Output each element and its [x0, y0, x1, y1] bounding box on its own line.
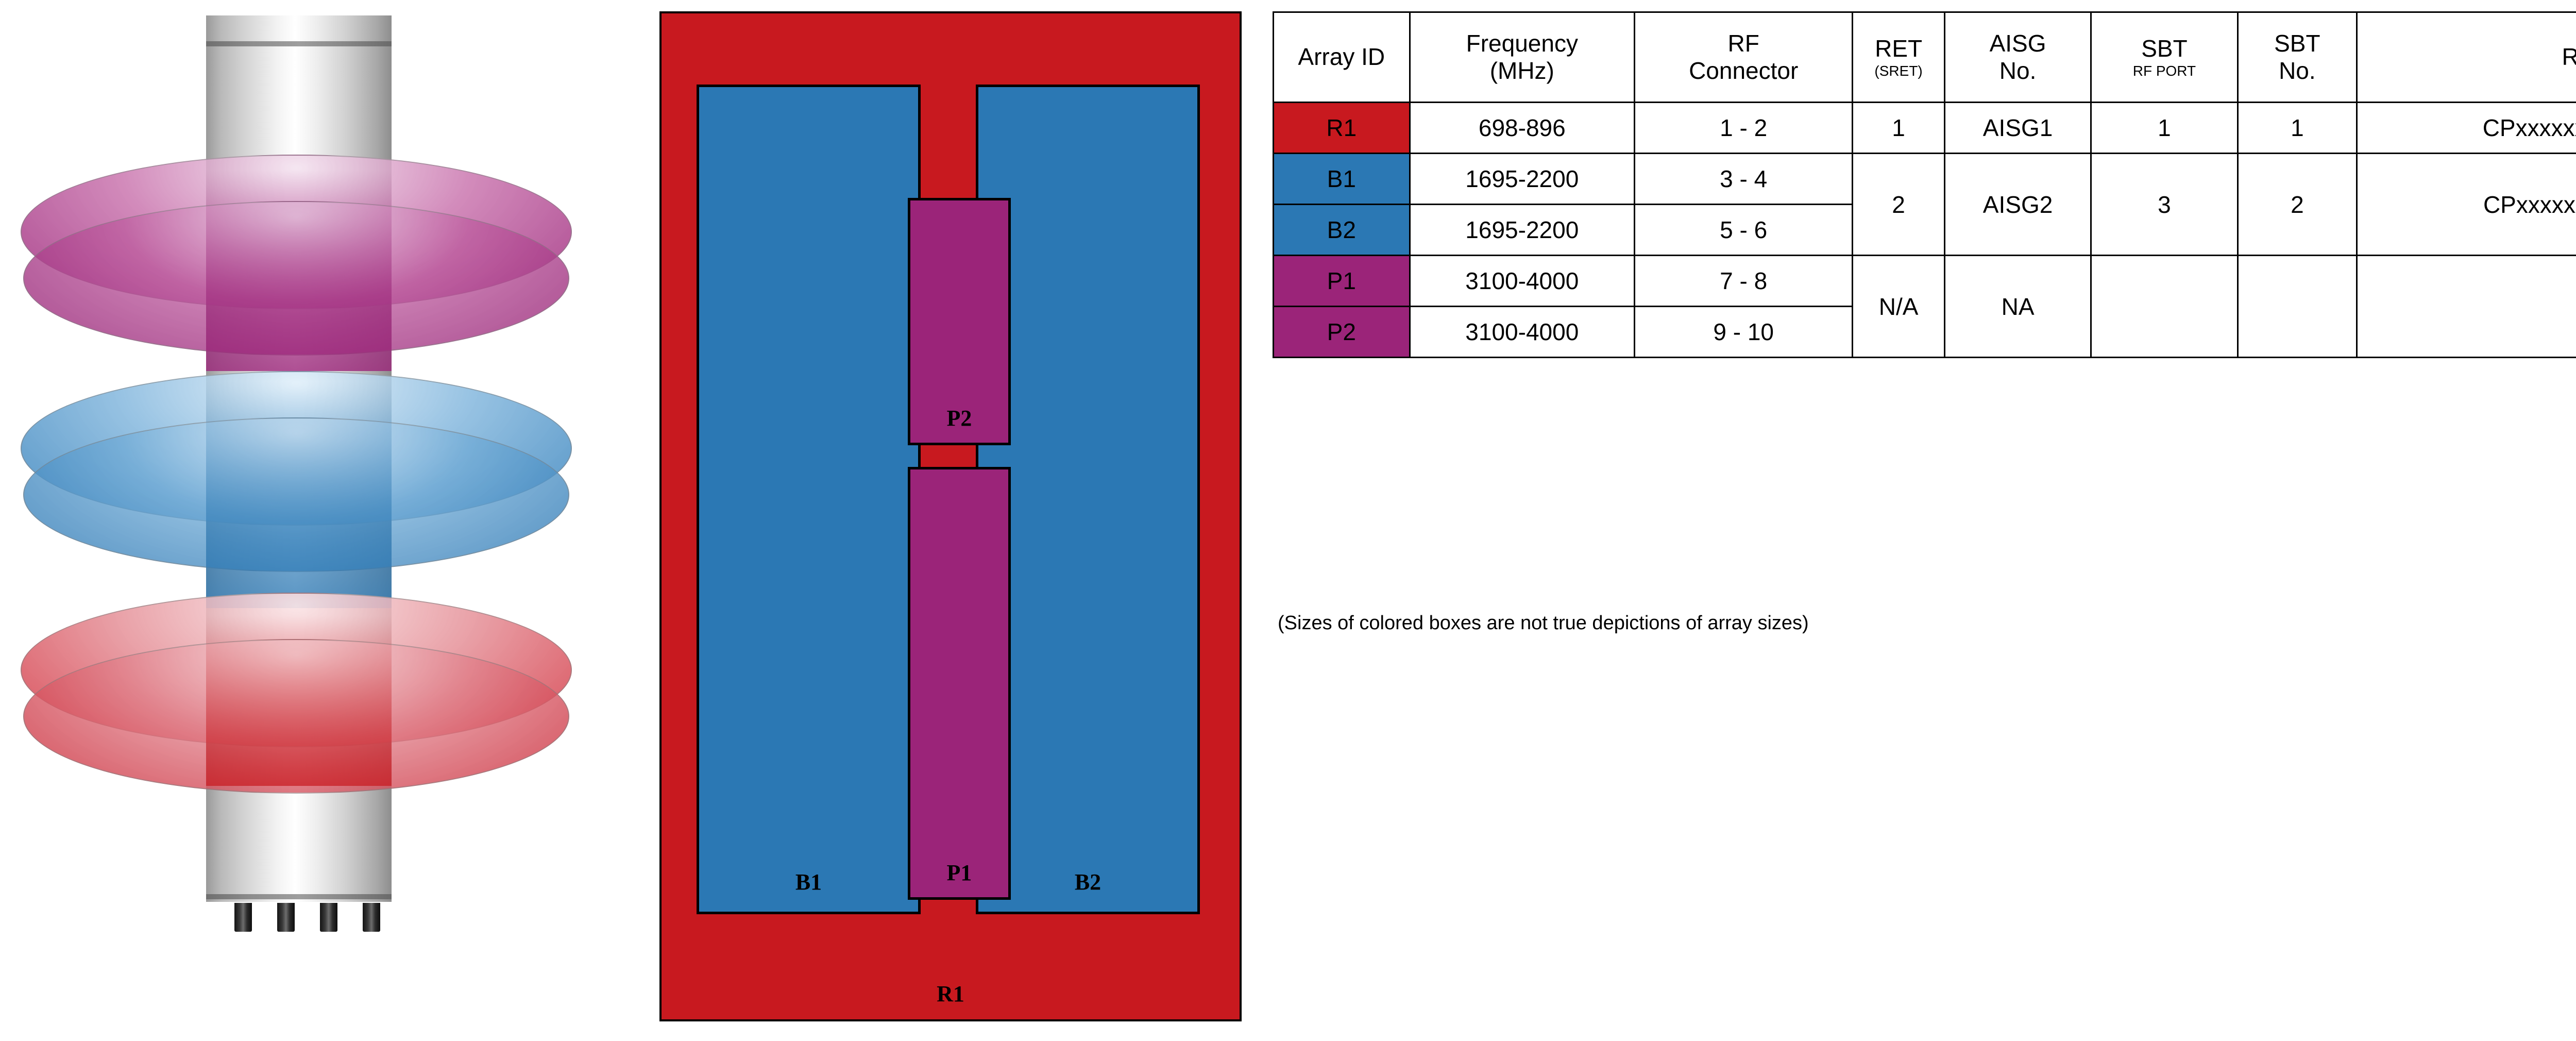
header-ret-uid: RET UID — [2356, 11, 2576, 103]
table-footnote: (Sizes of colored boxes are not true dep… — [1278, 612, 1809, 634]
array-box-b1: B1 — [697, 85, 921, 914]
cell-frequency-b2: 1695-2200 — [1409, 204, 1636, 256]
header-ret-line1: RET — [1875, 35, 1923, 62]
table-row: B2 1695-2200 5 - 6 — [1273, 204, 2576, 256]
cell-sbt-port-r1: 1 — [2090, 102, 2239, 154]
disc-magenta-lower — [23, 201, 569, 356]
array-box-b2-label: B2 — [1074, 869, 1101, 895]
header-ret: RET (SRET) — [1852, 11, 1945, 103]
cell-sbt-no-b: 2 — [2236, 153, 2358, 256]
cell-array-id-r1: R1 — [1273, 102, 1411, 154]
cell-rf-connector-b2: 5 - 6 — [1634, 204, 1854, 256]
array-box-p2: P2 — [908, 198, 1011, 445]
cell-aisg-r1: AISG1 — [1943, 102, 2092, 154]
cell-ret-uid-r1: CPxxxxxxxxxxxxxxxxR1 — [2356, 102, 2576, 154]
table-row: R1 698-896 1 - 2 1 AISG1 1 1 CPxxxxxxxxx… — [1273, 102, 2576, 154]
cell-array-id-b2: B2 — [1273, 204, 1411, 256]
header-array-id: Array ID — [1273, 11, 1411, 103]
header-rf-connector-line1: RF — [1727, 29, 1759, 57]
cell-ret-uid-b: CPxxxxxxxxxxxxxxxxB1 — [2356, 153, 2576, 256]
cell-ret-b: 2 — [1852, 153, 1945, 256]
header-sbt-no: SBT No. — [2236, 11, 2358, 103]
header-aisg-line2: No. — [1999, 57, 2037, 84]
cell-array-id-p2: P2 — [1273, 306, 1411, 358]
connector-pin-2 — [277, 903, 295, 932]
table-row: B1 1695-2200 3 - 4 2 AISG2 3 2 CPxxxxxxx… — [1273, 153, 2576, 256]
cell-array-id-p1: P1 — [1273, 255, 1411, 307]
connector-pin-3 — [320, 903, 337, 932]
header-ret-uid-text: RET UID — [2562, 43, 2576, 71]
array-box-b2: B2 — [976, 85, 1200, 914]
cell-sbt-no-p — [2236, 255, 2358, 358]
array-layout-diagram: B1 B2 P2 P1 R1 — [659, 11, 1242, 1021]
cell-rf-connector-r1: 1 - 2 — [1634, 102, 1854, 154]
antenna-illustration — [0, 0, 644, 1041]
header-sbt-port-line2: RF PORT — [2132, 62, 2196, 79]
cell-sbt-port-p — [2090, 255, 2239, 358]
cell-ret-p: N/A — [1852, 255, 1945, 358]
connector-pin-1 — [234, 903, 252, 932]
header-sbt-no-line1: SBT — [2274, 29, 2320, 57]
header-sbt-no-line2: No. — [2279, 57, 2316, 84]
header-aisg-line1: AISG — [1989, 29, 2046, 57]
cell-aisg-p: NA — [1943, 255, 2092, 358]
cell-frequency-r1: 698-896 — [1409, 102, 1636, 154]
disc-blue-lower — [23, 417, 569, 572]
table-row: P2 3100-4000 9 - 10 — [1273, 306, 2576, 358]
cell-frequency-p1: 3100-4000 — [1409, 255, 1636, 307]
cell-frequency-b1: 1695-2200 — [1409, 153, 1636, 205]
array-box-p1: P1 — [908, 467, 1011, 900]
header-ret-line2: (SRET) — [1874, 62, 1923, 79]
table-row: P1 3100-4000 7 - 8 N/A NA N/A — [1273, 255, 2576, 358]
mast-band-top — [206, 41, 392, 46]
disc-red-lower — [23, 639, 569, 794]
cell-sbt-no-r1: 1 — [2236, 102, 2358, 154]
cell-aisg-b: AISG2 — [1943, 153, 2092, 256]
header-aisg-no: AISG No. — [1943, 11, 2092, 103]
cell-rf-connector-b1: 3 - 4 — [1634, 153, 1854, 205]
array-configuration-table-container: Array ID Frequency (MHz) RF Connector RE… — [1273, 11, 2576, 358]
cell-frequency-p2: 3100-4000 — [1409, 306, 1636, 358]
header-frequency-line2: (MHz) — [1489, 57, 1554, 84]
array-box-p2-label: P2 — [946, 406, 972, 431]
array-box-p1-label: P1 — [946, 860, 972, 885]
connector-pin-4 — [363, 903, 380, 932]
cell-array-id-b1: B1 — [1273, 153, 1411, 205]
cell-rf-connector-p2: 9 - 10 — [1634, 306, 1854, 358]
array-box-r1-label: R1 — [937, 981, 964, 1006]
cell-sbt-port-b: 3 — [2090, 153, 2239, 256]
header-sbt-port-line1: SBT — [2141, 35, 2188, 62]
array-configuration-table: Array ID Frequency (MHz) RF Connector RE… — [1273, 11, 2576, 358]
array-box-b1-label: B1 — [795, 869, 822, 895]
header-frequency: Frequency (MHz) — [1409, 11, 1636, 103]
header-sbt-rf-port: SBT RF PORT — [2090, 11, 2239, 103]
header-rf-connector-line2: Connector — [1689, 57, 1799, 84]
table-header-row: Array ID Frequency (MHz) RF Connector RE… — [1273, 11, 2576, 103]
header-frequency-line1: Frequency — [1466, 29, 1578, 57]
cell-ret-uid-p: N/A — [2356, 255, 2576, 358]
mast-band-bottom — [206, 894, 392, 899]
header-array-id-text: Array ID — [1298, 43, 1385, 71]
cell-rf-connector-p1: 7 - 8 — [1634, 255, 1854, 307]
cell-ret-r1: 1 — [1852, 102, 1945, 154]
header-rf-connector: RF Connector — [1634, 11, 1854, 103]
